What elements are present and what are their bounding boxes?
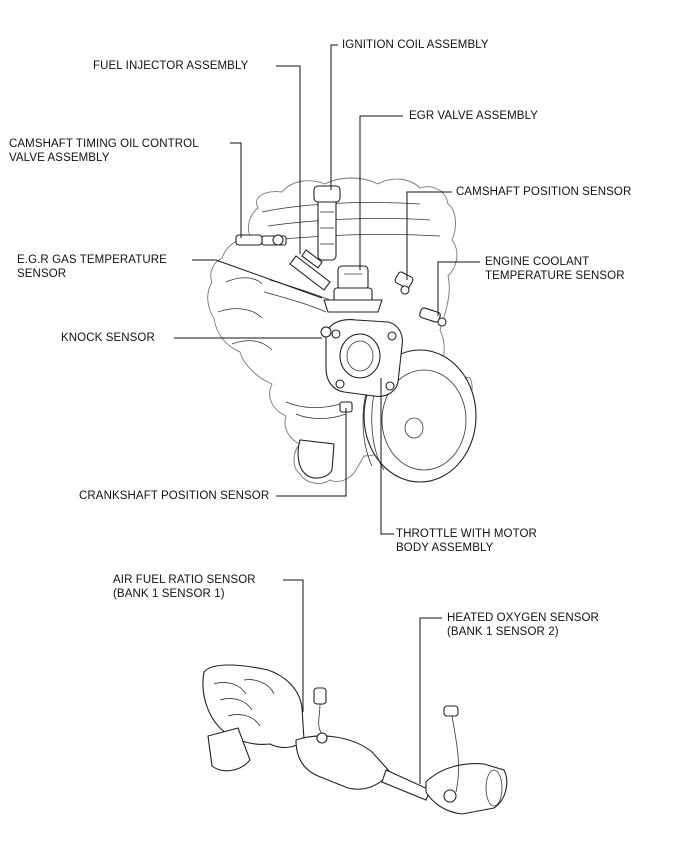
flywheel-hub <box>404 417 424 439</box>
camshaft-ocv-part <box>235 234 287 246</box>
air-fuel-sensor-part <box>313 687 328 744</box>
left-block-detail <box>217 277 273 351</box>
leader-egr-valve <box>359 115 403 270</box>
leader-throttle <box>380 378 394 535</box>
label-heated-o2-line2: (BANK 1 SENSOR 2) <box>447 626 559 638</box>
label-coolant-temp-line1: ENGINE COOLANT <box>485 256 590 268</box>
rear-catalyst-outlet <box>485 769 503 807</box>
exhaust-manifold <box>202 664 305 749</box>
label-egr-temp-line2: SENSOR <box>17 268 67 280</box>
manifold-bracket <box>207 727 251 772</box>
label-air-fuel-line2: (BANK 1 SENSOR 1) <box>113 588 225 600</box>
label-ignition-coil: IGNITION COIL ASSEMBLY <box>342 39 489 51</box>
label-camshaft-timing-line2: VALVE ASSEMBLY <box>9 152 110 164</box>
leader-heated-o2 <box>419 617 442 784</box>
rear-catalyst <box>425 763 508 815</box>
manifold-ports <box>213 679 275 727</box>
exhaust-illustration <box>202 664 508 815</box>
ignition-coil-part <box>313 185 341 261</box>
leader-fuel-injector <box>276 65 301 254</box>
label-egr-temp-line1: E.G.R GAS TEMPERATURE <box>17 254 167 266</box>
leader-ignition-coil <box>330 44 338 190</box>
label-coolant-temp-line2: TEMPERATURE SENSOR <box>485 270 625 282</box>
heated-o2-sensor-part <box>443 705 459 803</box>
label-throttle-line1: THROTTLE WITH MOTOR <box>396 528 537 540</box>
label-camshaft-position: CAMSHAFT POSITION SENSOR <box>456 186 632 198</box>
throttle-body-part <box>325 319 403 397</box>
label-crankshaft-position: CRANKSHAFT POSITION SENSOR <box>79 490 270 502</box>
coolant-temp-sensor-part <box>419 307 447 327</box>
exhaust-pipe <box>381 769 431 801</box>
fuel-injector-part <box>263 249 331 313</box>
label-heated-o2-line1: HEATED OXYGEN SENSOR <box>447 612 599 624</box>
leader-air-fuel <box>283 579 304 712</box>
label-air-fuel-line1: AIR FUEL RATIO SENSOR <box>113 574 256 586</box>
leader-camshaft-position <box>406 191 452 280</box>
leader-coolant-temp <box>437 261 480 316</box>
egr-valve-part <box>323 265 383 313</box>
label-egr-valve: EGR VALVE ASSEMBLY <box>409 110 538 122</box>
crank-pulley-area <box>297 439 335 479</box>
leader-crankshaft <box>276 408 347 497</box>
label-throttle-line2: BODY ASSEMBLY <box>396 542 494 554</box>
knock-sensor-part <box>320 326 332 338</box>
front-catalyst <box>295 735 391 790</box>
label-fuel-injector: FUEL INJECTOR ASSEMBLY <box>93 60 249 72</box>
label-camshaft-timing-line1: CAMSHAFT TIMING OIL CONTROL <box>9 138 199 150</box>
leader-camshaft-timing <box>230 142 242 238</box>
engine-illustration <box>207 177 477 484</box>
flywheel-ring <box>381 369 467 471</box>
label-knock-sensor: KNOCK SENSOR <box>61 332 155 344</box>
leader-egr-temp <box>192 259 323 299</box>
leader-lines <box>174 44 480 784</box>
oil-pan-lines <box>285 401 347 419</box>
